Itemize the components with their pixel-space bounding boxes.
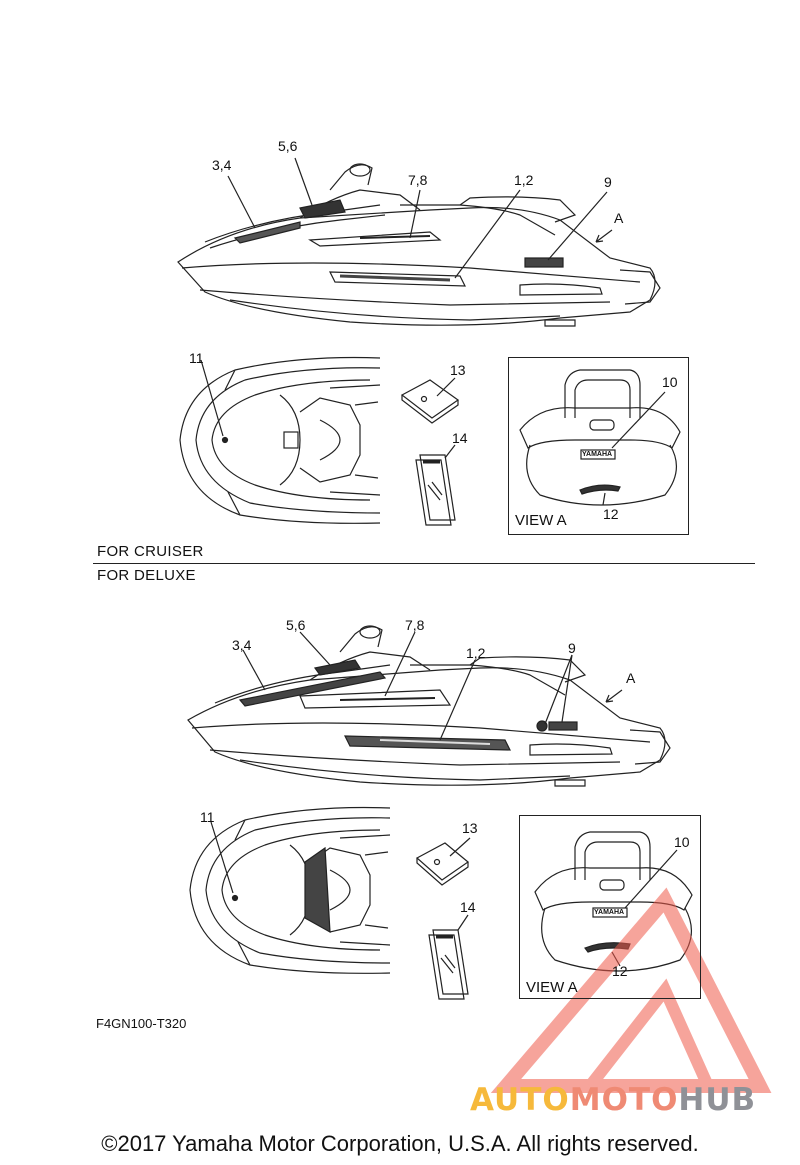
callout-12-bottom: 12 [612,963,628,979]
watermark-text: AUTOMOTOHUB [470,1082,756,1118]
callout-14-bottom: 14 [460,899,476,915]
watermark-hub: HUB [678,1082,757,1118]
watermark-auto: AUTO [470,1082,570,1118]
callout-13-top: 13 [450,362,466,378]
callout-9-bottom: 9 [568,640,576,656]
view-a-caption-top: VIEW A [515,512,567,529]
callout-3-4-top: 3,4 [212,157,232,173]
callout-12-top: 12 [603,506,619,522]
callout-11-bottom: 11 [200,809,215,825]
callout-3-4-bottom: 3,4 [232,637,252,653]
callout-11-top: 11 [189,350,204,366]
callout-1-2-bottom: 1,2 [466,645,486,661]
section-label-cruiser: FOR CRUISER [97,543,204,560]
view-a-box-top [508,357,689,535]
yamaha-badge-top: YAMAHA [582,451,613,458]
callout-7-8-bottom: 7,8 [405,617,425,633]
callout-13-bottom: 13 [462,820,478,836]
view-a-caption-bottom: VIEW A [526,979,578,996]
callout-10-top: 10 [662,374,678,390]
watermark-logo [490,887,772,1093]
callout-14-top: 14 [452,430,468,446]
view-a-box-bottom [519,815,701,999]
callout-5-6-top: 5,6 [278,138,298,154]
callout-a-bottom: A [626,670,636,686]
copyright-notice: ©2017 Yamaha Motor Corporation, U.S.A. A… [101,1131,699,1156]
callout-5-6-bottom: 5,6 [286,617,306,633]
callout-1-2-top: 1,2 [514,172,534,188]
watermark-moto: MOTO [569,1082,679,1118]
section-divider [93,563,755,564]
yamaha-badge-bottom: YAMAHA [594,909,625,916]
callout-9-top: 9 [604,174,612,190]
callout-a-top: A [614,210,624,226]
callout-7-8-top: 7,8 [408,172,428,188]
section-label-deluxe: FOR DELUXE [97,567,196,584]
callout-10-bottom: 10 [674,834,690,850]
diagram-part-code: F4GN100-T320 [96,1016,187,1031]
